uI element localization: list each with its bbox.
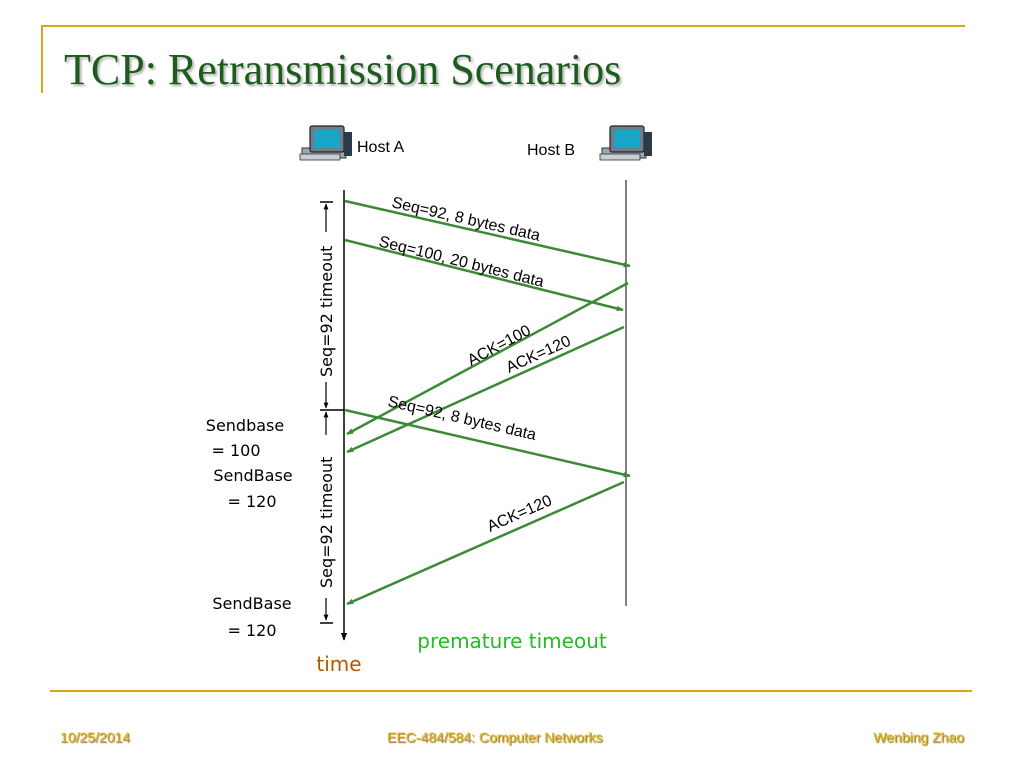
ack-arrow (346, 281, 629, 436)
computer-icon (299, 125, 352, 161)
segment-arrow (344, 238, 624, 312)
footer-course: EEC-484/584: Computer Networks (387, 729, 603, 745)
sendbase-label: SendBase (213, 466, 292, 485)
title-rule-top (41, 25, 965, 27)
sendbase-label: Sendbase (206, 416, 284, 435)
computer-icon (599, 125, 652, 161)
footer-date: 10/25/2014 (60, 729, 131, 745)
host-b-label: Host B (527, 142, 575, 159)
timeout-bracket (320, 411, 333, 624)
segment-arrow (344, 408, 631, 478)
sendbase-value: = 100 (211, 441, 260, 460)
sendbase-value: = 120 (227, 492, 276, 511)
timeout-bracket (320, 201, 344, 411)
sendbase-label: SendBase (212, 594, 291, 613)
footer-author: Wenbing Zhao (873, 729, 964, 745)
ack-arrow (346, 480, 625, 606)
time-axis-label: time (316, 652, 361, 676)
sendbase-value: = 120 (227, 621, 276, 640)
scenario-caption: premature timeout (417, 629, 607, 653)
segment-arrow (344, 199, 631, 268)
timeout-label: Seq=92 timeout (317, 246, 336, 377)
footer-rule (50, 690, 972, 692)
title-rule-left (41, 25, 43, 93)
host-a-label: Host A (357, 139, 404, 156)
timeout-label: Seq=92 timeout (317, 457, 336, 588)
ack-arrow (346, 325, 625, 454)
message-label: Seq=92, 8 bytes data (390, 194, 542, 244)
page-title: TCP: Retransmission Scenarios (64, 45, 622, 94)
